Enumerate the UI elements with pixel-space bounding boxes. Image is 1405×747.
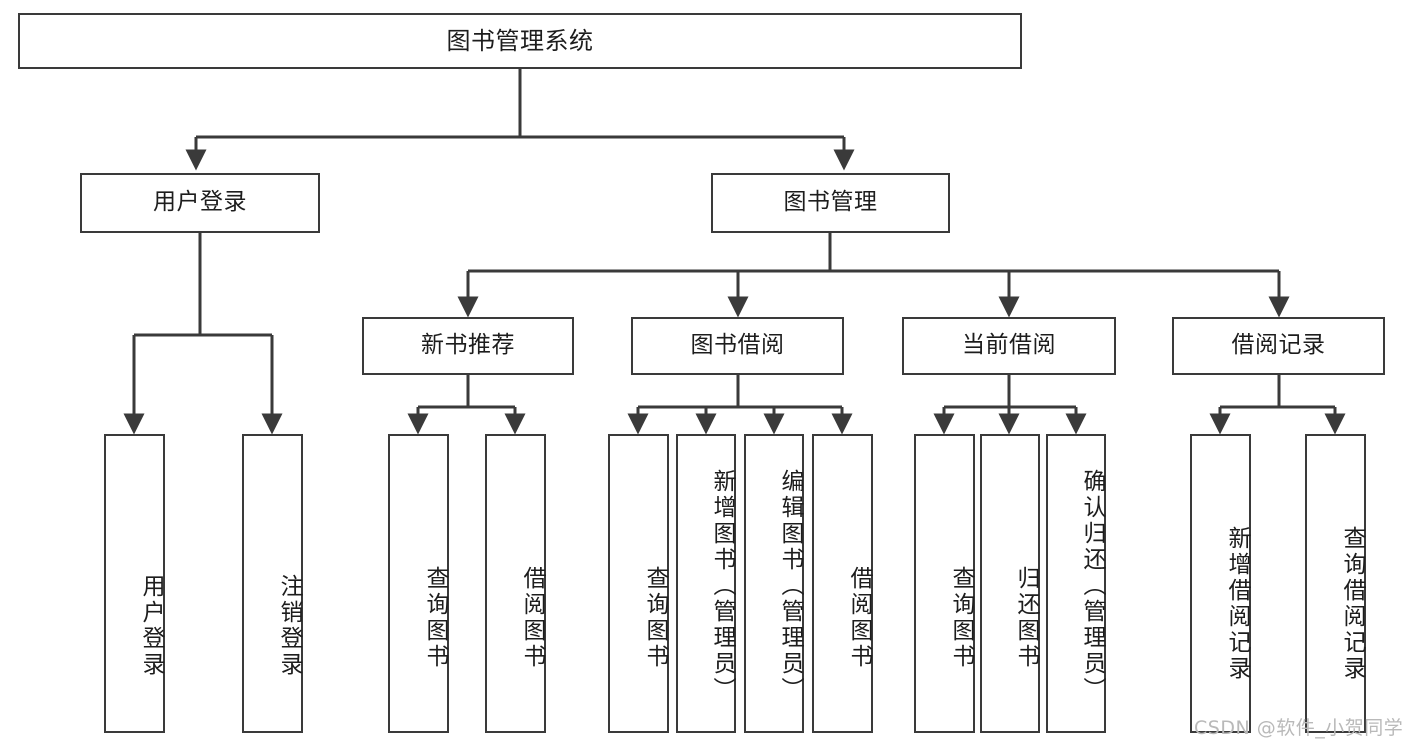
node-leaf-confirm-return[interactable]: 确认归还（管理员）: [1046, 434, 1106, 733]
watermark-text: CSDN @软件_小贺同学: [1194, 717, 1404, 739]
node-book-borrow[interactable]: 图书借阅: [631, 317, 844, 375]
node-label: 借阅图书: [519, 565, 545, 670]
node-leaf-user-logout[interactable]: 注销登录: [242, 434, 303, 733]
node-leaf-query-record[interactable]: 查询借阅记录: [1305, 434, 1366, 733]
node-leaf-edit-book[interactable]: 编辑图书（管理员）: [744, 434, 804, 733]
node-leaf-query-book-2[interactable]: 查询图书: [608, 434, 669, 733]
node-label: 新增借阅记录: [1224, 525, 1250, 682]
node-leaf-query-book-3[interactable]: 查询图书: [914, 434, 975, 733]
node-label: 查询图书: [948, 565, 974, 670]
node-book-manage[interactable]: 图书管理: [711, 173, 950, 233]
node-label: 用户登录: [153, 189, 247, 216]
node-label: 新增图书（管理员）: [709, 468, 735, 703]
node-leaf-user-login[interactable]: 用户登录: [104, 434, 165, 733]
node-leaf-add-record[interactable]: 新增借阅记录: [1190, 434, 1251, 733]
node-label: 当前借阅: [962, 332, 1056, 359]
node-leaf-borrow-book-1[interactable]: 借阅图书: [485, 434, 546, 733]
node-label: 用户登录: [138, 574, 164, 678]
node-label: 查询借阅记录: [1339, 525, 1365, 682]
node-label: 图书管理系统: [446, 26, 594, 55]
node-label: 借阅记录: [1231, 332, 1326, 359]
node-label: 图书管理: [783, 189, 878, 216]
node-label: 借阅图书: [846, 565, 872, 670]
node-leaf-add-book[interactable]: 新增图书（管理员）: [676, 434, 736, 733]
node-label: 归还图书: [1013, 565, 1039, 670]
node-leaf-return-book[interactable]: 归还图书: [980, 434, 1040, 733]
node-user-login[interactable]: 用户登录: [80, 173, 320, 233]
node-root-system[interactable]: 图书管理系统: [18, 13, 1022, 69]
node-current-borrow[interactable]: 当前借阅: [902, 317, 1116, 375]
node-label: 注销登录: [276, 574, 302, 678]
node-borrow-record[interactable]: 借阅记录: [1172, 317, 1385, 375]
node-label: 新书推荐: [421, 332, 515, 359]
node-new-book-recommend[interactable]: 新书推荐: [362, 317, 574, 375]
node-label: 查询图书: [642, 565, 668, 670]
node-label: 编辑图书（管理员）: [777, 468, 803, 703]
node-leaf-query-book-1[interactable]: 查询图书: [388, 434, 449, 733]
node-leaf-borrow-book-2[interactable]: 借阅图书: [812, 434, 873, 733]
node-label: 图书借阅: [690, 332, 785, 359]
node-label: 确认归还（管理员）: [1079, 468, 1105, 703]
node-label: 查询图书: [422, 565, 448, 670]
